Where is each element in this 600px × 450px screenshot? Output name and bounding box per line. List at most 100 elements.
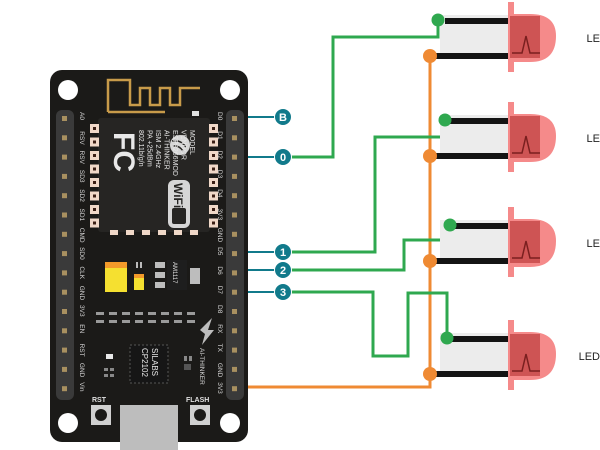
left-pin-label: RSV	[78, 151, 85, 165]
gpio-wire-1	[290, 120, 447, 254]
header-pin	[62, 231, 67, 237]
right-pin-label: GND	[216, 228, 223, 243]
badge-label: 2	[280, 265, 286, 277]
smd-pad	[96, 312, 104, 315]
header-pin	[62, 309, 67, 314]
pin-badge: B	[274, 108, 292, 126]
header-pin	[232, 231, 237, 237]
led-label: LE	[587, 133, 600, 145]
header-pin	[62, 328, 67, 334]
smd-pad	[174, 320, 182, 323]
right-pin-label: D4	[216, 189, 223, 198]
right-pin-label: D7	[216, 286, 223, 295]
castellation-pad	[190, 230, 198, 235]
left-pin-label: RSV	[78, 131, 85, 145]
right-pin-label: GND	[216, 363, 223, 378]
module-text-line: ESP8266MOD	[171, 130, 178, 176]
badge-circle	[274, 148, 292, 166]
badge-label: 1	[280, 247, 286, 259]
smd-pad	[187, 312, 195, 315]
led: LE	[423, 102, 600, 172]
badge-circle	[274, 261, 292, 279]
flash-button[interactable]: FLASH	[186, 397, 210, 425]
led-cathode-lead	[432, 258, 514, 264]
header-pin	[62, 212, 67, 218]
rst-button-label: RST	[92, 397, 107, 404]
led-label: LED	[579, 351, 600, 363]
smd-pad	[135, 312, 143, 315]
left-pin-label: CLK	[78, 266, 85, 279]
castellation-pad	[174, 230, 182, 235]
left-pin-label: CMD	[78, 228, 85, 243]
voltage-regulator: AM1117	[155, 260, 200, 290]
header-pin	[232, 251, 237, 257]
espressif-logo-swirl	[171, 139, 187, 152]
nodemcu-board: A0RSVRSVSD3SD2SD1CMDSD0CLKGND3V3ENRSTGND…	[50, 70, 248, 450]
pin-badge: 2	[274, 261, 292, 279]
flash-button-label: FLASH	[186, 397, 209, 404]
antenna-trace	[106, 78, 200, 114]
fcc-logo-text: FC	[107, 132, 140, 172]
left-pin-label: Vin	[78, 382, 85, 392]
header-pin	[232, 270, 237, 276]
left-pin-label: GND	[78, 286, 85, 301]
header-pin	[232, 173, 237, 179]
right-pin-label: D0	[216, 112, 223, 121]
wires	[236, 20, 452, 389]
smd-pad	[148, 320, 156, 323]
module-text-line: PA +25dBm	[146, 130, 153, 167]
badge-circle	[274, 283, 292, 301]
castellation-pad	[110, 230, 118, 235]
cathode-junction	[423, 149, 437, 163]
rst-button[interactable]: RST	[91, 397, 111, 425]
header-pin	[232, 212, 237, 218]
cathode-junction	[423, 367, 437, 381]
left-pin-label: SD3	[78, 170, 85, 183]
wifi-logo: WiFi	[168, 180, 190, 228]
header-pin	[62, 347, 67, 353]
castellation-pad	[158, 230, 166, 235]
header-pin	[62, 135, 67, 141]
header-pin	[232, 328, 237, 334]
led-indicator	[192, 111, 199, 116]
mount-hole	[220, 80, 240, 100]
module-text-line: VENDOR	[180, 130, 187, 160]
smd-pad	[109, 320, 117, 323]
smd-pad	[187, 320, 195, 323]
header-pin	[232, 347, 237, 353]
led: LE	[423, 207, 600, 277]
capacitor-large	[105, 262, 127, 292]
cathode-junction	[423, 254, 437, 268]
anode-junction	[443, 218, 457, 232]
header-pin	[232, 289, 237, 295]
left-header-pins: A0RSVRSVSD3SD2SD1CMDSD0CLKGND3V3ENRSTGND…	[62, 112, 85, 392]
header-pin	[62, 366, 67, 372]
usb-port[interactable]	[120, 405, 178, 450]
badge-label: 0	[280, 152, 286, 164]
smd-pad	[174, 312, 182, 315]
anode-junction	[431, 13, 445, 27]
pin-badge: 1	[274, 243, 292, 261]
pin-badge: 3	[274, 283, 292, 301]
left-pin-label: A0	[78, 112, 85, 120]
right-pin-label: D8	[216, 305, 223, 314]
header-pin	[232, 366, 237, 372]
right-pin-label: RX	[216, 324, 223, 334]
smd-pad	[96, 320, 104, 323]
led: LE	[423, 2, 600, 72]
led-anode-lead	[445, 118, 515, 124]
right-pin-label: TX	[216, 344, 223, 353]
capacitor-small	[134, 274, 144, 290]
badge-circle	[274, 243, 292, 261]
smd-pads	[96, 312, 195, 323]
module-text-line: AI-THINKER	[163, 130, 170, 170]
right-pin-label: D1	[216, 131, 223, 140]
led-label: LE	[587, 238, 600, 250]
left-pin-label: 3V3	[78, 305, 85, 317]
mount-hole	[58, 80, 78, 100]
right-pin-label: D3	[216, 170, 223, 179]
right-pin-label: 3V3	[216, 382, 223, 394]
gpio-wire-3	[290, 290, 449, 358]
cathode-junction	[423, 49, 437, 63]
